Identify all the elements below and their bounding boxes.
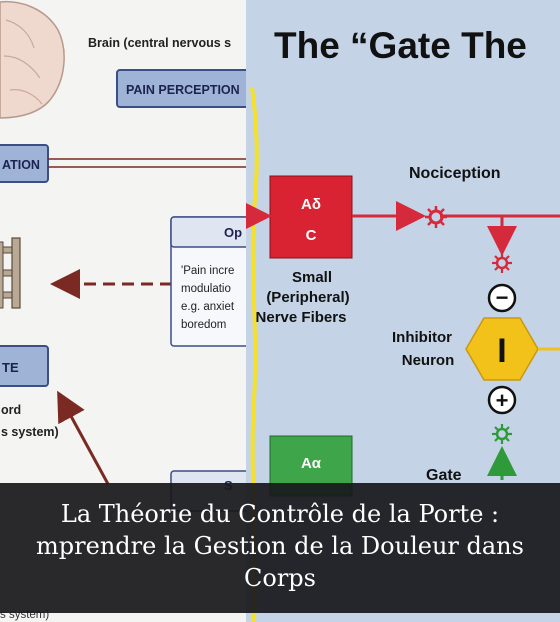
opioid-line-3: e.g. anxiet xyxy=(181,301,235,313)
minus-sign: − xyxy=(496,285,509,310)
brain-label: Brain (central nervous s xyxy=(88,36,231,50)
small-fiber-label-3: Nerve Fibers xyxy=(256,309,347,326)
synapse-icon-3 xyxy=(492,424,512,444)
inhibitor-neuron-icon xyxy=(465,317,539,381)
brain-icon xyxy=(0,0,65,119)
spinal-cord-line-1: ord xyxy=(1,403,21,417)
small-fiber-line-1: Aδ xyxy=(301,196,321,213)
opioid-box-header xyxy=(170,216,246,248)
brain-fold-1 xyxy=(5,19,35,49)
gate-partial-label: Gate xyxy=(426,467,462,484)
synapse-icon-2 xyxy=(492,253,512,273)
gate-icon xyxy=(0,237,21,309)
inhibitor-label-1: Inhibitor xyxy=(392,329,452,346)
modulation-box xyxy=(0,144,49,183)
minus-circle-icon xyxy=(487,283,517,313)
opioid-line-2: modulatio xyxy=(181,283,231,295)
caption-line-3: Corps xyxy=(244,564,316,592)
large-fiber-label: Aα xyxy=(301,455,322,472)
small-fiber-line-2: C xyxy=(306,227,317,244)
inhibitor-label-2: Neuron xyxy=(402,352,455,369)
pain-perception-box xyxy=(116,69,246,108)
synapse-icon-1 xyxy=(425,206,447,228)
brain-fold-2 xyxy=(3,55,41,79)
pain-perception-label: PAIN PERCEPTION xyxy=(126,83,240,97)
caption-line-2: mprendre la Gestion de la Douleur dans xyxy=(36,532,524,560)
small-fiber-label-1: Small xyxy=(292,269,332,286)
gate-theory-diagram: The “Gate The Aδ C Nociception xyxy=(246,25,560,622)
diagram-title: The “Gate The xyxy=(274,25,527,66)
modulation-label: ATION xyxy=(2,158,40,172)
caption-banner: La Théorie du Contrôle de la Porte : mpr… xyxy=(0,483,560,613)
opioid-title: Op xyxy=(224,225,242,240)
gate-box xyxy=(0,345,49,387)
caption-line-1: La Théorie du Contrôle de la Porte : xyxy=(60,500,500,528)
inhibitor-symbol: I xyxy=(497,332,506,370)
gate-box-label: TE xyxy=(2,360,19,375)
left-diagram: Brain (central nervous s PAIN PERCEPTION… xyxy=(0,0,246,621)
nociception-label: Nociception xyxy=(409,165,501,182)
brain-fold-3 xyxy=(9,89,43,105)
plus-circle-icon xyxy=(487,385,517,415)
opioid-line-4: boredom xyxy=(181,319,226,331)
opioid-line-1: 'Pain incre xyxy=(181,265,234,277)
spinal-cord-line-2: s system) xyxy=(1,425,59,439)
plus-sign: + xyxy=(496,388,509,413)
ascending-arrow xyxy=(57,390,110,485)
small-fiber-box xyxy=(269,175,353,259)
small-fiber-label-2: (Peripheral) xyxy=(266,289,349,306)
